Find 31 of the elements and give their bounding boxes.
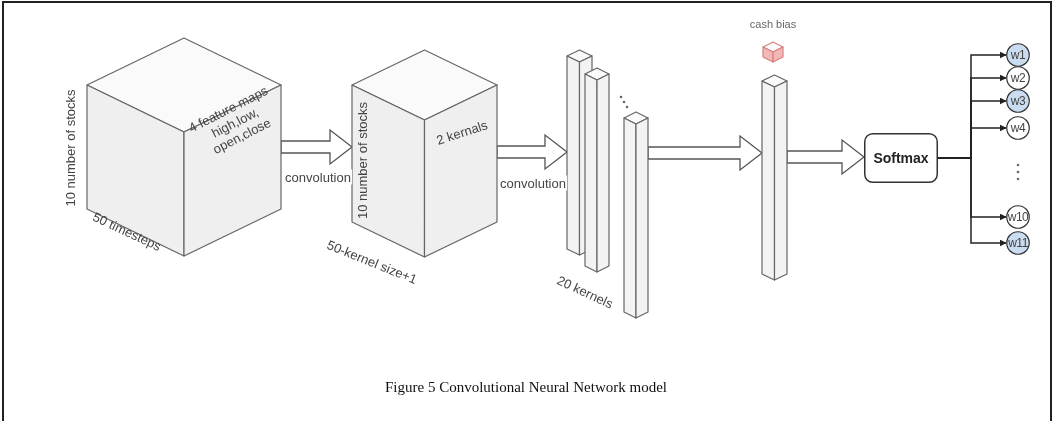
dimension-label: 10 number of stocks — [62, 89, 78, 207]
edge-label: convolution — [499, 175, 567, 191]
face-label: 10 number of stocks — [354, 100, 370, 222]
process-box — [864, 133, 938, 183]
bias-cube — [763, 42, 783, 62]
node-label: w1 — [1009, 48, 1027, 62]
caption: Figure 5 Convolutional Neural Network model — [383, 378, 668, 396]
arrow — [937, 157, 1007, 247]
dimension-label: cash bias — [749, 16, 797, 32]
output-circle — [1006, 231, 1030, 255]
feature-cube — [87, 38, 281, 256]
layer-bar — [585, 68, 609, 272]
node-label: w10 — [1006, 210, 1030, 224]
block-arrow — [786, 138, 866, 176]
node-label: w11 — [1007, 236, 1029, 250]
layer-bar — [624, 112, 648, 318]
block-arrow — [496, 133, 569, 171]
edge-label: convolution — [284, 169, 352, 185]
output-circle — [1006, 43, 1030, 67]
node-label: w4 — [1009, 121, 1027, 135]
block-arrow — [280, 128, 354, 166]
node-label: w3 — [1009, 94, 1027, 108]
output-circle — [1006, 205, 1030, 229]
block-arrow — [647, 134, 764, 172]
node-label: Softmax — [872, 149, 930, 167]
output-circle — [1006, 116, 1030, 140]
layer-bar — [762, 75, 787, 280]
output-circle — [1006, 89, 1030, 113]
node-label: w2 — [1009, 71, 1027, 85]
output-circle — [1006, 66, 1030, 90]
face-label: 2 kernals — [433, 116, 491, 150]
